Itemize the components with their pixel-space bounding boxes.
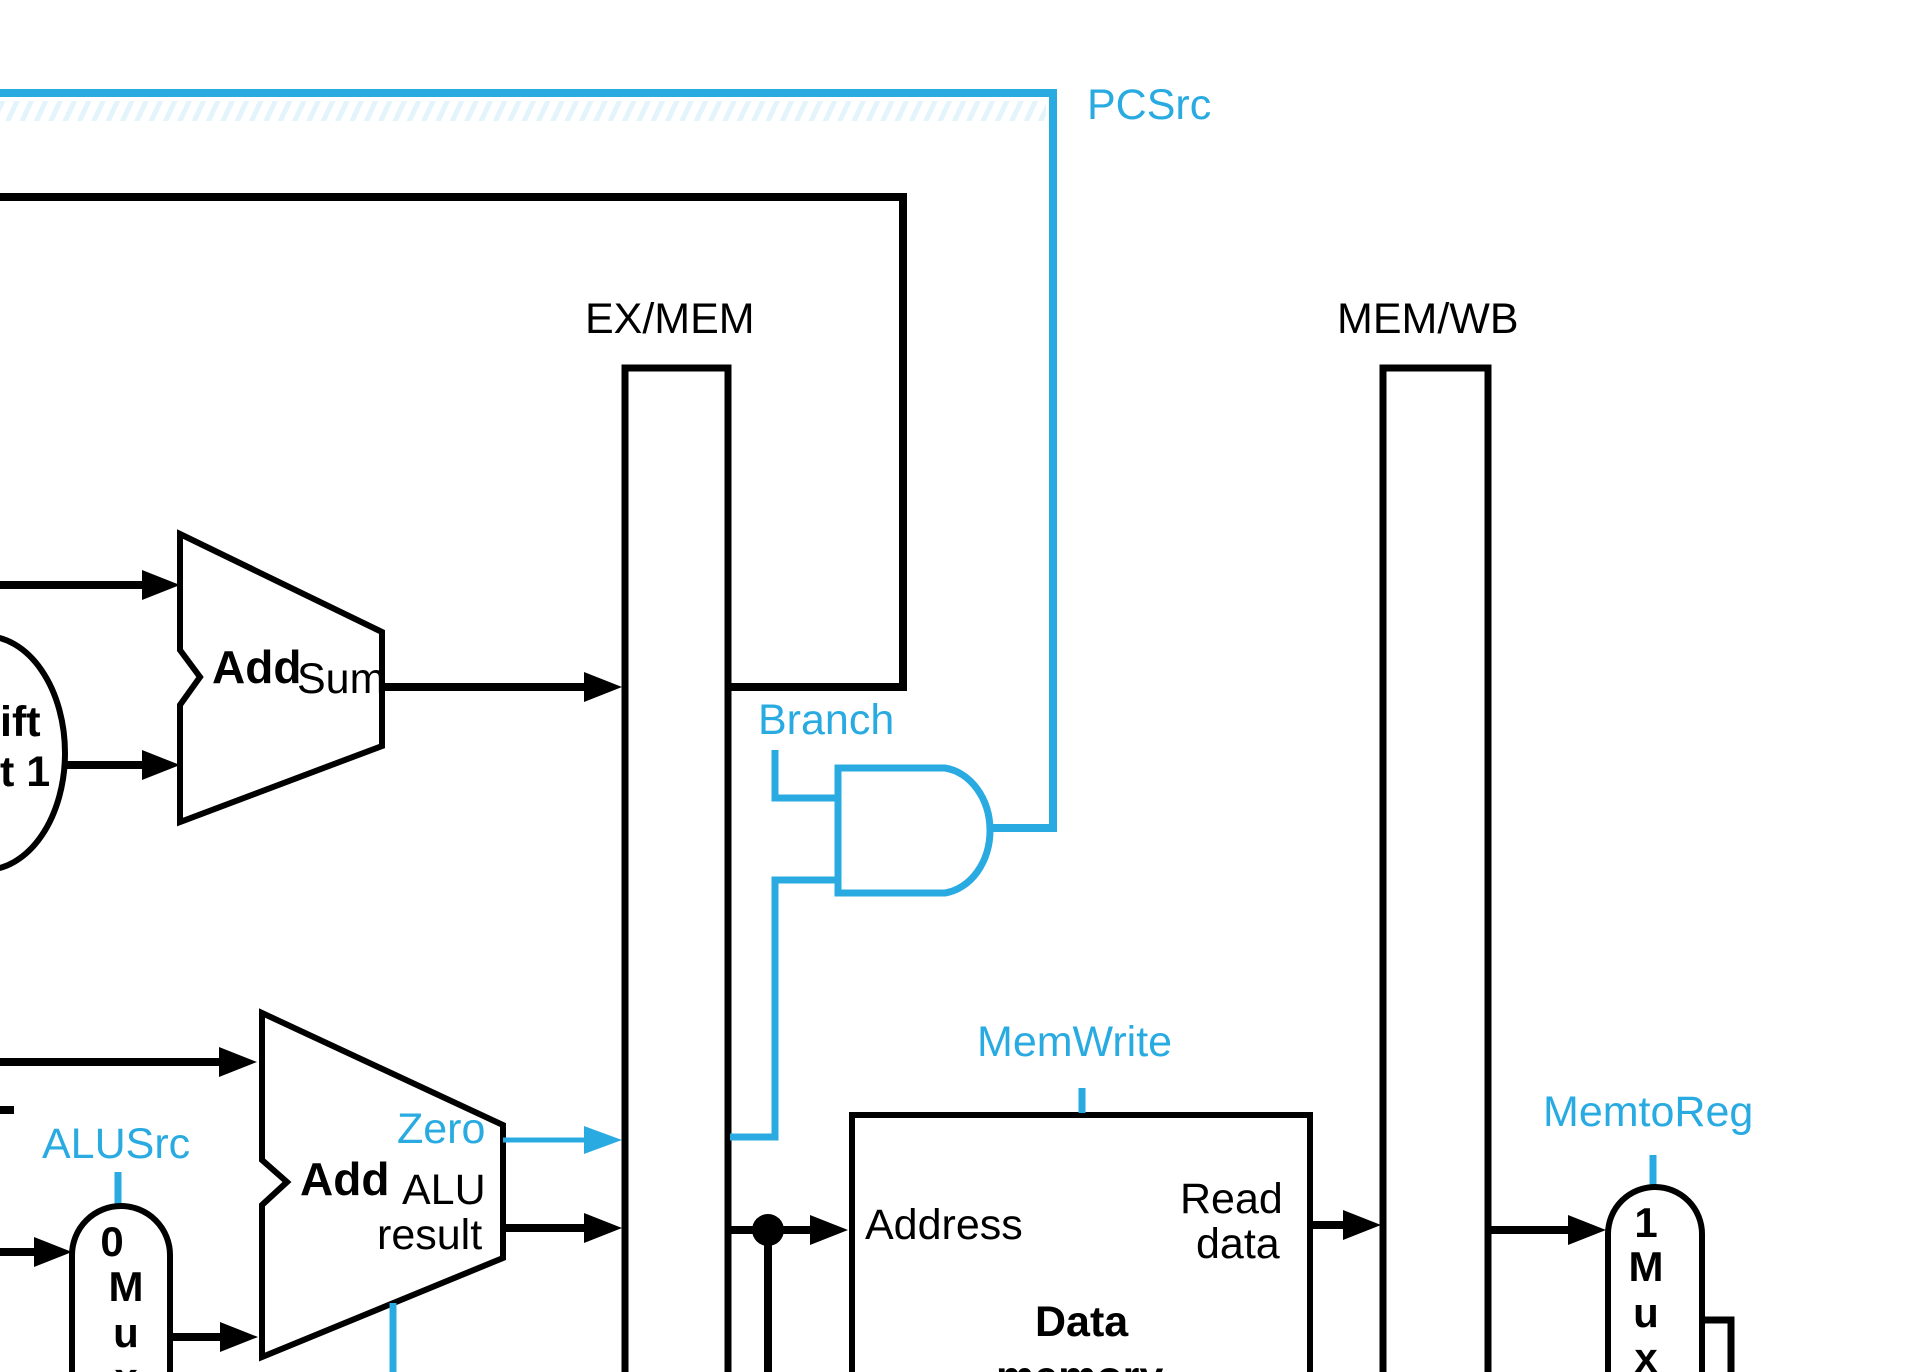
data-memory-box: [849, 1112, 1313, 1372]
shift-left-oval: [0, 634, 68, 872]
arrowhead: [219, 1047, 257, 1077]
memwb-label: MEM/WB: [1337, 295, 1519, 343]
shift-left-label-line2: t 1: [0, 748, 51, 796]
zero-signal-wire: [730, 876, 838, 1141]
alu-result-label-line1: ALU: [402, 1166, 486, 1214]
pcsrc-wire: [0, 89, 1057, 832]
arrowhead: [1343, 1210, 1381, 1240]
mux-left-letter-u: u: [113, 1309, 139, 1356]
data-memory-read-port-line1: Read: [1180, 1175, 1283, 1223]
mux-left-port-0: 0: [100, 1218, 124, 1265]
arrowhead: [220, 1322, 258, 1352]
mux-left-letter-x: x: [98, 1357, 154, 1372]
arrowhead: [142, 750, 180, 780]
data-memory-address-port: Address: [865, 1201, 1023, 1249]
memwb-register: [1379, 364, 1492, 1372]
scan-artifact-band: [0, 101, 1046, 121]
arrowhead-blue: [584, 1126, 622, 1154]
arrowhead: [584, 1213, 622, 1243]
shift-left-label-line1: ift: [0, 698, 41, 746]
memtoreg-label: MemtoReg: [1543, 1088, 1754, 1136]
mux-right-letter-u: u: [1633, 1289, 1659, 1336]
memtoreg-mux-shape: [1605, 1184, 1705, 1372]
data-memory-read-port-line2: data: [1196, 1220, 1280, 1268]
branch-adder-name: Add: [212, 641, 302, 693]
branch-target-wire: [0, 193, 907, 691]
data-memory-title-line2: memory: [996, 1356, 1163, 1372]
alusrc-mux-shape: [69, 1203, 173, 1372]
mux-right-port-1: 1: [1634, 1199, 1658, 1246]
alu-shape: [259, 1008, 506, 1362]
exmem-register: [621, 364, 732, 1372]
arrowhead: [34, 1237, 72, 1267]
branch-adder-sum-label: Sum: [297, 655, 386, 703]
junction-dot: [752, 1214, 784, 1246]
mux-right-letter-m: M: [1628, 1243, 1664, 1290]
branch-adder-shape: [177, 529, 385, 827]
arrowhead: [584, 672, 622, 702]
mux-right-side-wire: [1702, 1316, 1735, 1372]
data-memory-title-line1: Data: [1035, 1298, 1129, 1346]
memwrite-label: MemWrite: [977, 1018, 1173, 1066]
alu-name: Add: [300, 1153, 390, 1205]
branch-label: Branch: [758, 696, 895, 744]
alu-result-label-line2: result: [377, 1211, 483, 1259]
pcsrc-label: PCSrc: [1087, 81, 1212, 129]
and-gate: [834, 764, 994, 897]
mux-right-letter-x: x: [1634, 1334, 1658, 1372]
arrowhead: [810, 1215, 848, 1245]
arrowhead: [1568, 1215, 1606, 1245]
arrowhead: [142, 570, 180, 600]
zero-label: Zero: [397, 1105, 486, 1153]
mux-left-letter-m: M: [108, 1263, 144, 1310]
alusrc-label: ALUSrc: [42, 1120, 191, 1168]
branch-signal-wire: [771, 750, 838, 802]
exmem-label: EX/MEM: [585, 295, 755, 343]
